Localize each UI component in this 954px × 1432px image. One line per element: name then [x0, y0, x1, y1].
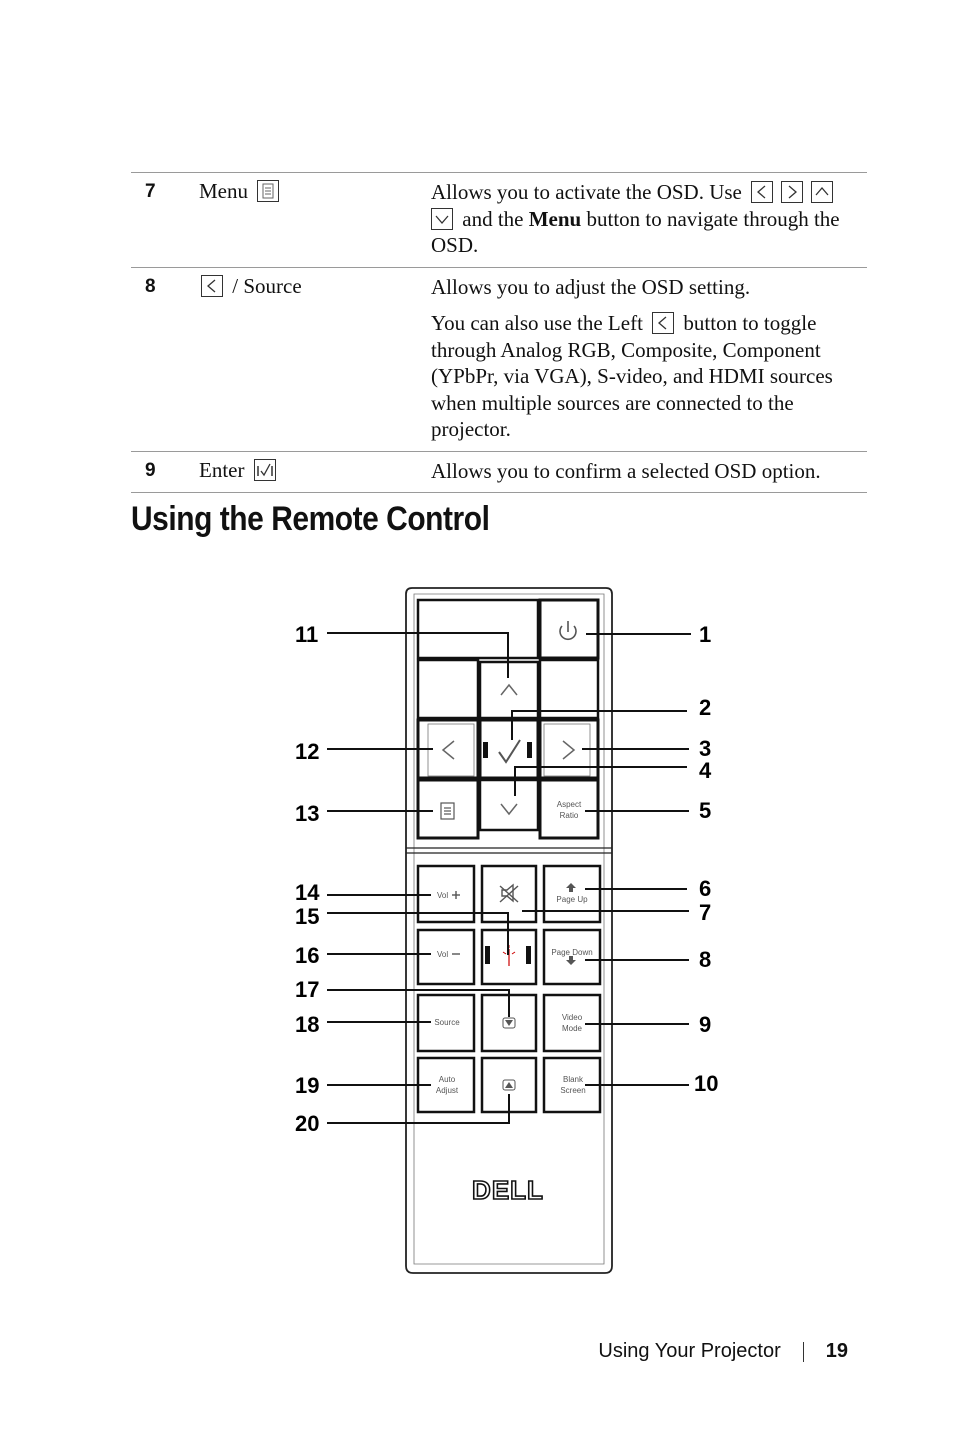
callout-15: 15	[295, 904, 319, 929]
enter-check-icon	[253, 458, 276, 481]
button-name-text: Menu	[199, 179, 248, 203]
callout-13: 13	[295, 801, 319, 826]
button-name: / Source	[199, 267, 431, 451]
vol-up-label: Vol	[437, 891, 448, 900]
callout-6: 6	[699, 876, 711, 901]
description-paragraph: You can also use the Left button to togg…	[431, 310, 863, 443]
right-arrow-icon	[781, 181, 804, 203]
keystone-down-icon	[502, 1017, 516, 1029]
row-number: 7	[145, 181, 156, 202]
left-arrow-icon	[652, 312, 675, 334]
footer-section-title: Using Your Projector	[598, 1340, 781, 1362]
svg-text:DELL: DELL	[472, 1175, 544, 1205]
footer-divider	[802, 1341, 804, 1362]
left-arrow-icon	[751, 181, 774, 203]
callout-12: 12	[295, 739, 319, 764]
section-heading: Using the Remote Control	[131, 500, 490, 538]
callout-lines	[327, 632, 691, 1124]
description-text: button to toggle through Analog RGB, Com…	[431, 311, 833, 441]
page-up-arrow-icon	[566, 883, 576, 892]
description-paragraph: Allows you to adjust the OSD setting.	[431, 274, 751, 299]
navigation-keypad	[416, 598, 600, 840]
callout-19: 19	[295, 1073, 319, 1098]
button-name-text: Enter	[199, 457, 245, 482]
description-text: Allows you to activate the OSD. Use	[431, 180, 742, 204]
description-text: You can also use the Left	[431, 311, 643, 335]
callout-18: 18	[295, 1012, 319, 1037]
callout-8: 8	[699, 947, 711, 972]
button-name: Menu	[199, 173, 431, 268]
power-icon	[559, 621, 577, 641]
callout-3: 3	[699, 736, 711, 761]
callout-14: 14	[295, 880, 320, 905]
up-arrow-icon	[500, 683, 518, 696]
button-description-table: 7 Menu Allows you to activate the OSD. U…	[131, 172, 867, 493]
source-label: Source	[434, 1018, 460, 1027]
description-bold-text: Menu	[528, 206, 582, 231]
down-arrow-icon	[431, 207, 453, 230]
callout-7: 7	[699, 900, 711, 925]
table-row: 8 / Source Allows you to adjust the OSD …	[131, 267, 867, 451]
callout-10: 10	[694, 1071, 718, 1096]
vol-down-label: Vol	[437, 950, 448, 959]
row-number: 8	[145, 275, 156, 297]
plus-icon	[452, 891, 460, 899]
callout-17: 17	[295, 977, 319, 1002]
button-description: Allows you to adjust the OSD setting. Yo…	[431, 267, 867, 451]
callout-numbers-left: 11 12 13 14 15 16 17 18 19 20	[295, 622, 320, 1136]
menu-icon	[440, 802, 455, 820]
description-text: and the	[462, 206, 524, 231]
page-footer: Using Your Projector 19	[598, 1340, 848, 1363]
callout-1: 1	[699, 622, 711, 647]
callout-16: 16	[295, 943, 319, 968]
left-arrow-icon	[441, 740, 455, 760]
table-row: 9 Enter Allows you to confirm a selected…	[131, 451, 867, 493]
page-down-arrow-icon	[566, 956, 576, 965]
callout-numbers-right: 1 2 3 4 5 6 7 8 9 10	[694, 622, 718, 1096]
button-description: Allows you to activate the OSD. Use and …	[431, 173, 867, 268]
left-arrow-icon	[201, 274, 223, 297]
mute-icon	[499, 883, 519, 903]
callout-11: 11	[295, 622, 318, 647]
row-number: 9	[145, 459, 156, 481]
callout-4: 4	[699, 758, 712, 783]
page-number: 19	[825, 1340, 848, 1362]
keystone-up-icon	[502, 1079, 516, 1091]
page-down-label: Page Down	[551, 948, 592, 957]
enter-check-icon	[483, 739, 532, 764]
table-row: 7 Menu Allows you to activate the OSD. U…	[131, 172, 867, 268]
right-arrow-icon	[562, 740, 576, 760]
callout-5: 5	[699, 798, 711, 823]
description-text: button to navigate through the OSD.	[431, 206, 840, 258]
dell-logo: DELL	[471, 1174, 544, 1206]
remote-body	[405, 587, 613, 1274]
callout-20: 20	[295, 1111, 319, 1136]
page-up-label: Page Up	[556, 895, 588, 904]
menu-icon	[257, 180, 280, 202]
up-arrow-icon	[811, 181, 834, 203]
button-description: Allows you to confirm a selected OSD opt…	[431, 458, 821, 483]
down-arrow-icon	[500, 803, 518, 816]
button-name-text: / Source	[232, 273, 302, 298]
callout-9: 9	[699, 1012, 711, 1037]
button-name: Enter	[199, 451, 431, 493]
callout-2: 2	[699, 695, 711, 720]
